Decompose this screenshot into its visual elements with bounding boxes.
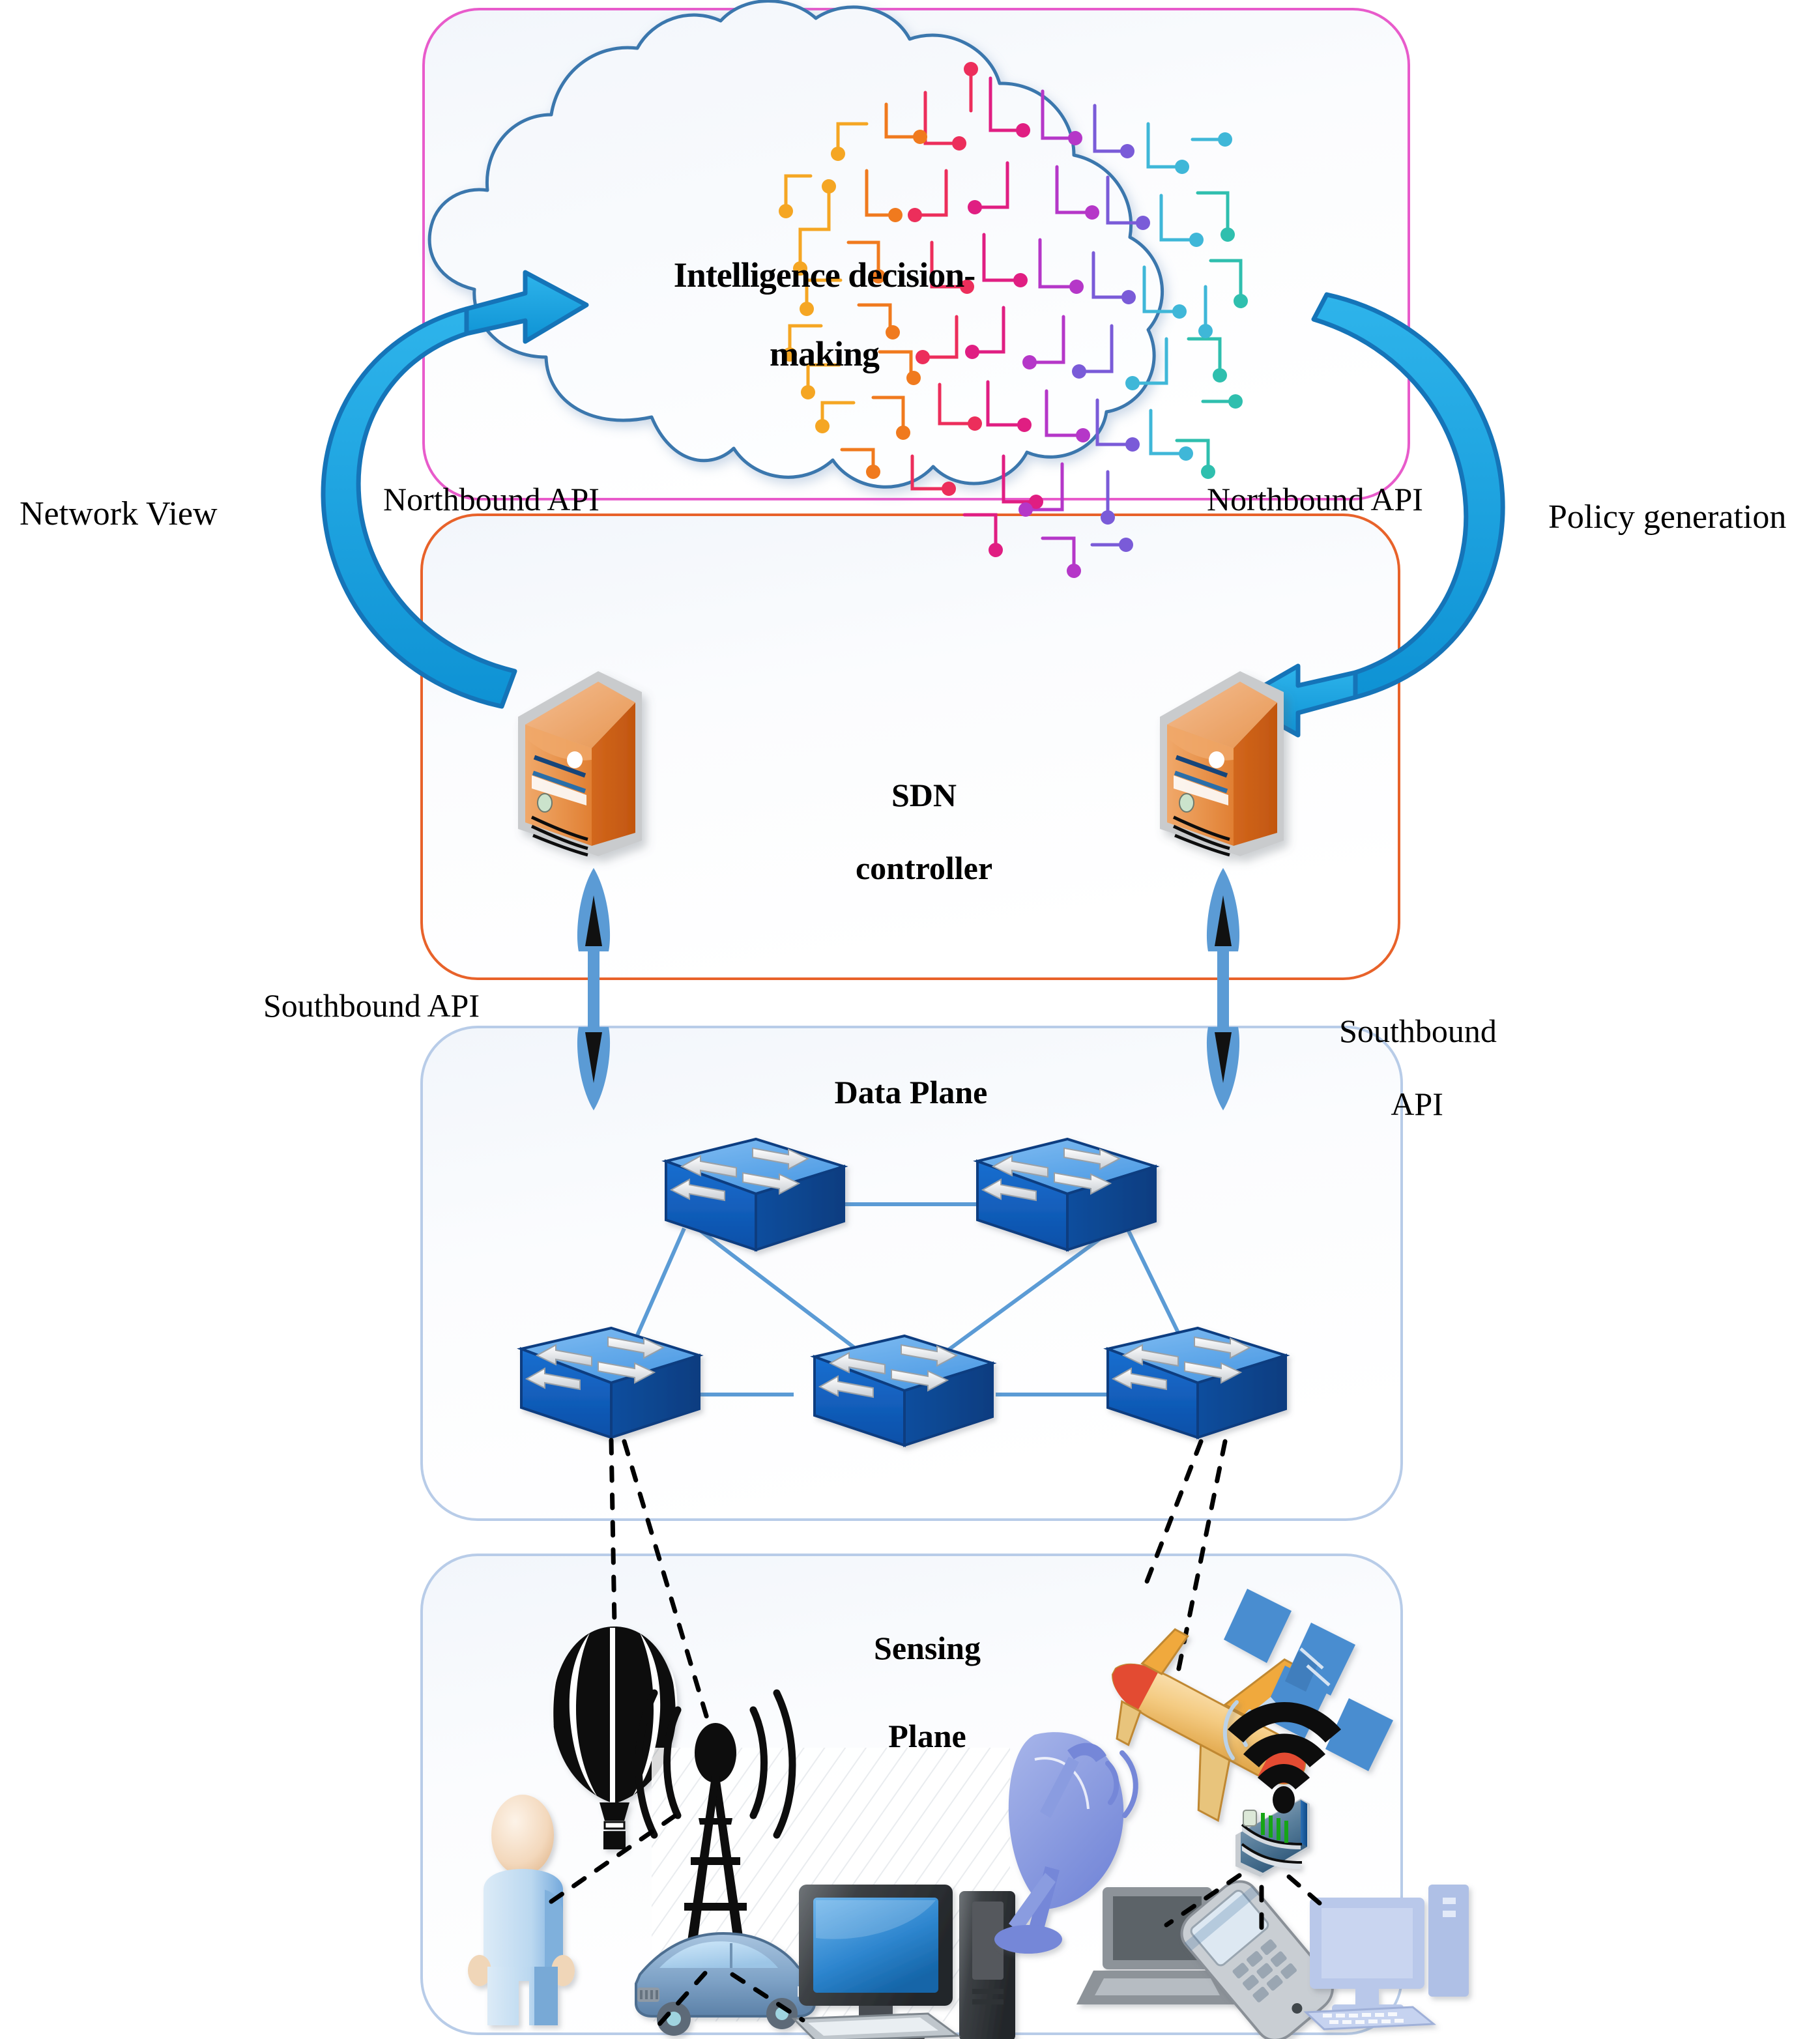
cloud-title: Intelligence decision- making — [639, 216, 977, 413]
policy-generation-arrow — [1234, 292, 1505, 738]
southbound-api-right-line2: API — [1391, 1086, 1443, 1122]
network-view-label: Network View — [20, 495, 218, 532]
sensing-plane-label-line2: Plane — [888, 1717, 966, 1754]
sensing-device-links — [549, 1808, 1329, 2027]
southbound-api-right-line1: Southbound — [1339, 1013, 1497, 1049]
data-plane-label: Data Plane — [834, 1074, 988, 1110]
circuit-brain-icon — [779, 62, 1248, 578]
hot-air-balloon-icon — [551, 1627, 678, 1849]
sensing-plane-label: Sensing Plane — [781, 1582, 1041, 1802]
wireless-router-icon — [1235, 1799, 1310, 1877]
laptop-icon — [1076, 1887, 1238, 2004]
cloud-title-line1: Intelligence decision- — [673, 255, 975, 295]
switch-bottom-left — [517, 1326, 704, 1439]
southbound-api-right-label: Southbound API — [1294, 976, 1509, 1159]
switch-top-left — [661, 1137, 848, 1252]
sdn-controller-label: SDN controller — [768, 740, 1048, 923]
sdn-controller-label-line2: controller — [855, 850, 993, 886]
mobile-phone-icon — [1180, 1880, 1334, 2039]
switch-top-right — [973, 1137, 1160, 1252]
satellite-dish-icon — [994, 1732, 1138, 1954]
switch-bottom-right — [1103, 1326, 1290, 1439]
sdn-controller-label-line1: SDN — [891, 777, 957, 813]
cloud-title-line2: making — [769, 334, 880, 374]
wifi-signal-icon — [1228, 1702, 1341, 1814]
person-icon — [468, 1795, 575, 2025]
network-view-arrow — [321, 270, 589, 709]
policy-generation-label: Policy generation — [1548, 499, 1787, 536]
northbound-api-left-label: Northbound API — [383, 481, 599, 517]
southbound-arrow-left — [577, 868, 611, 1110]
southbound-arrow-right — [1206, 868, 1240, 1110]
switch-bottom-center — [810, 1334, 997, 1447]
desktop-computer-icon — [791, 1885, 1015, 2039]
control-plane-box — [420, 513, 1400, 980]
northbound-api-right-label: Northbound API — [1207, 481, 1423, 517]
sdn-controller-server-right — [1160, 671, 1284, 857]
car-icon — [635, 1932, 816, 2036]
sdn-controller-server-left — [518, 671, 642, 857]
intelligence-cloud — [427, 0, 1164, 489]
sensing-plane-label-line1: Sensing — [874, 1629, 981, 1666]
southbound-api-left-label: Southbound API — [263, 987, 480, 1024]
desktop-pc-icon — [1303, 1885, 1469, 2031]
